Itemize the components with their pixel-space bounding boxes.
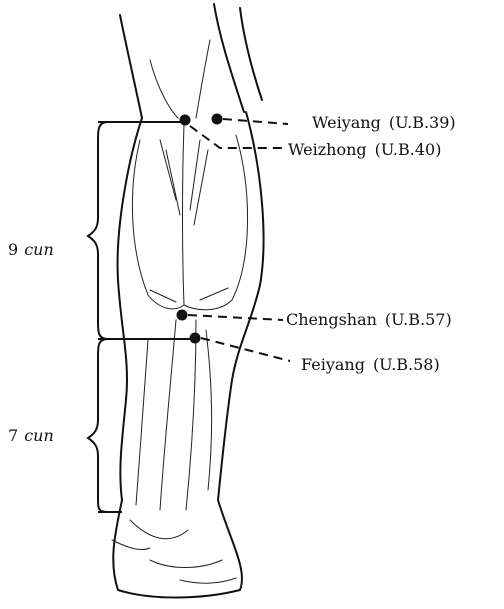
calf-left-outline	[118, 118, 142, 500]
measure-9-value: 9	[8, 240, 18, 259]
brace-9-cun	[88, 122, 108, 339]
ankle-line-3	[112, 540, 150, 550]
measure-7-unit: cun	[24, 426, 54, 445]
hatch-1	[160, 140, 176, 200]
measure-7-cun-label: 7 cun	[8, 426, 54, 445]
feiyang-name: Feiyang	[301, 355, 365, 374]
feiyang-point	[190, 333, 201, 344]
muscle-midline	[183, 125, 185, 305]
chengshan-point	[177, 310, 188, 321]
thigh-left-outline	[120, 15, 142, 118]
foot-line	[180, 578, 236, 583]
ankle-line-1	[130, 520, 188, 539]
measure-9-unit: cun	[24, 240, 54, 259]
weizhong-point	[180, 115, 191, 126]
thigh-far-outline	[240, 8, 262, 100]
weizhong-label: Weizhong (U.B.40)	[288, 140, 441, 159]
tendon-2	[186, 320, 196, 510]
hatch-4	[194, 150, 208, 225]
feiyang-label: Feiyang (U.B.58)	[301, 355, 440, 374]
tendon-3	[206, 330, 212, 490]
feiyang-leader	[201, 338, 290, 361]
gastrocnemius-left	[132, 140, 184, 309]
chengshan-code: (U.B.57)	[385, 310, 452, 329]
knee-line-1	[150, 60, 178, 118]
gastrocnemius-right	[184, 135, 248, 310]
measure-7-value: 7	[8, 426, 18, 445]
weiyang-label: Weiyang (U.B.39)	[312, 113, 456, 132]
chengshan-label: Chengshan (U.B.57)	[286, 310, 452, 329]
thigh-right-outline	[214, 4, 244, 112]
weizhong-code: (U.B.40)	[375, 140, 442, 159]
weiyang-point	[212, 114, 223, 125]
brace-7-cun	[88, 339, 108, 512]
measure-9-cun-label: 9 cun	[8, 240, 54, 259]
tendon-4	[136, 340, 148, 505]
chengshan-leader	[188, 315, 283, 320]
chengshan-name: Chengshan	[286, 310, 377, 329]
hatch-6	[200, 288, 228, 300]
hatch-5	[150, 290, 176, 302]
feiyang-code: (U.B.58)	[373, 355, 440, 374]
hatch-2	[166, 150, 180, 215]
tendon-1	[160, 320, 176, 510]
calf-right-outline	[218, 112, 264, 500]
weiyang-name: Weiyang	[312, 113, 381, 132]
weiyang-code: (U.B.39)	[389, 113, 456, 132]
leg-illustration	[112, 4, 264, 598]
ankle-line-2	[150, 560, 222, 568]
knee-line-2	[196, 40, 210, 118]
weiyang-leader	[223, 119, 288, 124]
weizhong-name: Weizhong	[288, 140, 367, 159]
